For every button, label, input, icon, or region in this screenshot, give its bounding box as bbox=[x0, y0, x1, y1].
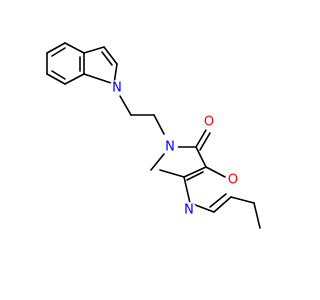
bond bbox=[209, 193, 227, 208]
bond bbox=[51, 47, 66, 57]
bond bbox=[64, 73, 85, 85]
atom-label-carbonyl-oxygen: O bbox=[201, 114, 217, 130]
bond bbox=[83, 46, 105, 54]
amide-nitrogen-label: N bbox=[165, 140, 175, 155]
bond bbox=[230, 196, 255, 204]
bond bbox=[83, 73, 115, 85]
bond bbox=[205, 166, 228, 179]
bond bbox=[213, 196, 232, 213]
oxazole-nitrogen-label: N bbox=[184, 203, 194, 218]
indole-nitrogen-label: N bbox=[112, 81, 122, 96]
bond bbox=[195, 129, 207, 148]
atom-label-oxazole-nitrogen: N bbox=[181, 202, 197, 218]
atom-label-ring-oxygen: O bbox=[225, 172, 241, 188]
molecule-structure-diagram: N N O O N bbox=[46, 42, 261, 229]
bond bbox=[153, 114, 165, 135]
bond bbox=[51, 70, 66, 80]
bond bbox=[253, 202, 261, 229]
atom-label-amide-nitrogen: N bbox=[162, 139, 178, 155]
atom-label-indole-nitrogen: N bbox=[109, 80, 125, 96]
bond bbox=[159, 169, 185, 178]
bond bbox=[183, 176, 191, 204]
bond bbox=[186, 171, 204, 181]
bond bbox=[150, 153, 165, 171]
bond bbox=[101, 51, 113, 66]
bond bbox=[195, 146, 207, 168]
bond bbox=[64, 42, 85, 54]
carbonyl-oxygen-label: O bbox=[204, 115, 214, 130]
ring-oxygen-label: O bbox=[228, 173, 238, 188]
bond bbox=[103, 46, 118, 65]
bond-layer bbox=[46, 42, 261, 229]
bond bbox=[46, 73, 66, 85]
bond bbox=[119, 95, 132, 116]
bond bbox=[199, 132, 211, 151]
atom-label-layer: N N O O N bbox=[109, 80, 241, 218]
bond bbox=[46, 42, 66, 54]
bond bbox=[183, 166, 207, 178]
